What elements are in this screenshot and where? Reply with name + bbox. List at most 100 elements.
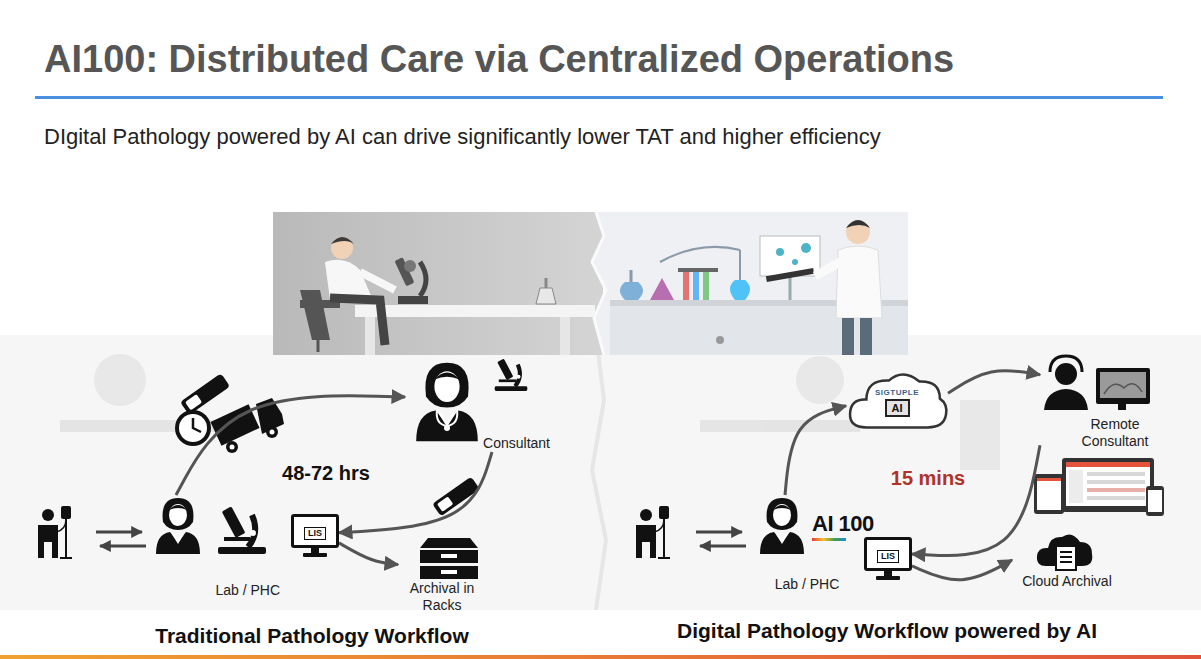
- scene-ghost: [94, 354, 146, 406]
- time-label: 48-72 hrs: [282, 462, 370, 485]
- lab-illustration: [360, 272, 395, 290]
- lab-illustration: [766, 268, 814, 282]
- clock-icon: [193, 418, 201, 432]
- delivery-truck-icon: [270, 430, 275, 435]
- lab-illustration: [331, 237, 354, 244]
- lab-illustration: [317, 308, 320, 352]
- lab-illustration: [842, 318, 854, 355]
- patient-icon: [38, 506, 72, 558]
- devices-icon: [1148, 490, 1162, 512]
- lab-illustration: [739, 250, 741, 280]
- delivery-truck-icon: [210, 398, 284, 453]
- workflow-caption: Traditional Pathology Workflow: [155, 624, 468, 648]
- remote-consultant-icon: [1044, 356, 1150, 410]
- devices-icon: [1062, 458, 1154, 512]
- remote-consultant-icon: [1055, 363, 1077, 385]
- logo-rainbow-bar: [812, 538, 846, 541]
- delivery-truck-icon: [226, 441, 238, 453]
- flow-arrow: [176, 396, 405, 495]
- lab-illustration: [355, 305, 595, 317]
- devices-icon: [1034, 474, 1064, 514]
- lis-screen: LIS: [291, 514, 339, 548]
- lab-illustration: [630, 270, 633, 282]
- lab-illustration: [792, 259, 798, 265]
- devices-icon: [1087, 496, 1145, 500]
- scene-crack: [592, 335, 606, 610]
- scene-ghost: [796, 356, 844, 404]
- clock-icon: [175, 410, 211, 446]
- lab-illustration: [273, 212, 908, 355]
- exchange-arrows: [700, 545, 746, 548]
- exchange-arrows: [96, 531, 142, 534]
- devices-icon: [1069, 470, 1083, 503]
- remote-consultant-icon: [1104, 384, 1142, 394]
- node-label: Archival in Racks: [400, 580, 484, 614]
- flow-arrow: [948, 371, 1040, 394]
- devices-icon: [1066, 462, 1150, 467]
- devices-icon: [1146, 486, 1164, 516]
- lab-illustration: [801, 243, 811, 253]
- lab-node: Lab / PHC: [752, 495, 862, 593]
- lab-illustration: [693, 272, 699, 300]
- brand-logo: SIGTUPLE: [860, 388, 934, 397]
- lab-illustration: [683, 272, 689, 300]
- lab-illustration: [860, 318, 872, 355]
- lab-illustration: [846, 220, 870, 244]
- flow-arrow: [912, 560, 1012, 580]
- lab-illustration: [300, 290, 330, 340]
- lab-illustration: [273, 212, 603, 355]
- patient-icon: [38, 506, 72, 558]
- devices-icon: [1034, 458, 1164, 516]
- slide-title: AI100: Distributed Care via Centralized …: [44, 38, 954, 81]
- clock-icon: [175, 410, 211, 446]
- devices-icon: [1087, 480, 1145, 484]
- screen-label: LIS: [304, 527, 326, 540]
- clock-icon: [179, 414, 207, 442]
- archive-drawers-icon: [420, 538, 478, 548]
- devices-icon: [1066, 462, 1150, 506]
- lab-illustration: [776, 248, 784, 256]
- archive-drawers-icon: [441, 554, 457, 558]
- delivery-truck-icon: [266, 426, 278, 438]
- cloud-archive-icon: [1060, 556, 1072, 558]
- lab-illustration: [365, 317, 375, 355]
- archive-drawers-icon: [420, 566, 478, 579]
- lab-illustration: [398, 296, 428, 304]
- lab-illustration: [404, 260, 416, 272]
- ai-cloud: SIGTUPLEAI: [846, 368, 948, 431]
- consultant-icon: [416, 363, 478, 441]
- cloud-archive-node: Cloud Archival: [1012, 530, 1122, 590]
- stethoscope-mark: [437, 410, 458, 431]
- remote-consultant-icon: [1050, 356, 1082, 372]
- lab-illustration: [560, 317, 570, 355]
- flow-arrow: [912, 445, 1040, 555]
- cloud-archive-icon: [1037, 534, 1092, 570]
- lab-illustration: [846, 220, 870, 228]
- screen-label: LIS: [877, 550, 899, 563]
- cloud-outline: [850, 375, 946, 428]
- monitor-stand: [876, 571, 900, 580]
- exchange-arrows: [96, 532, 146, 546]
- flow-arrow: [339, 543, 398, 565]
- lab-illustration: [650, 278, 674, 300]
- consultant-icon: [416, 363, 478, 441]
- remote-consultant-icon: [1118, 404, 1126, 410]
- lab-illustration: [716, 336, 724, 344]
- lab-illustration: [592, 212, 908, 355]
- lab-illustration: [730, 280, 750, 300]
- devices-icon: [1087, 488, 1145, 492]
- cloud-archive-icon: [1060, 561, 1072, 563]
- node-label: Lab / PHC: [215, 582, 280, 599]
- lab-illustration: [592, 212, 606, 355]
- time-label: 15 mins: [891, 467, 965, 490]
- lab-node: Lab / PHC: [150, 495, 280, 599]
- subtitle: DIgital Pathology powered by AI can driv…: [44, 124, 881, 150]
- node-label: Consultant: [483, 435, 550, 452]
- lab-illustration: [660, 247, 740, 262]
- monitor-stand: [303, 548, 327, 557]
- exchange-arrows: [696, 532, 746, 546]
- lab-illustration: [536, 288, 556, 304]
- scene-ground: [0, 335, 1201, 610]
